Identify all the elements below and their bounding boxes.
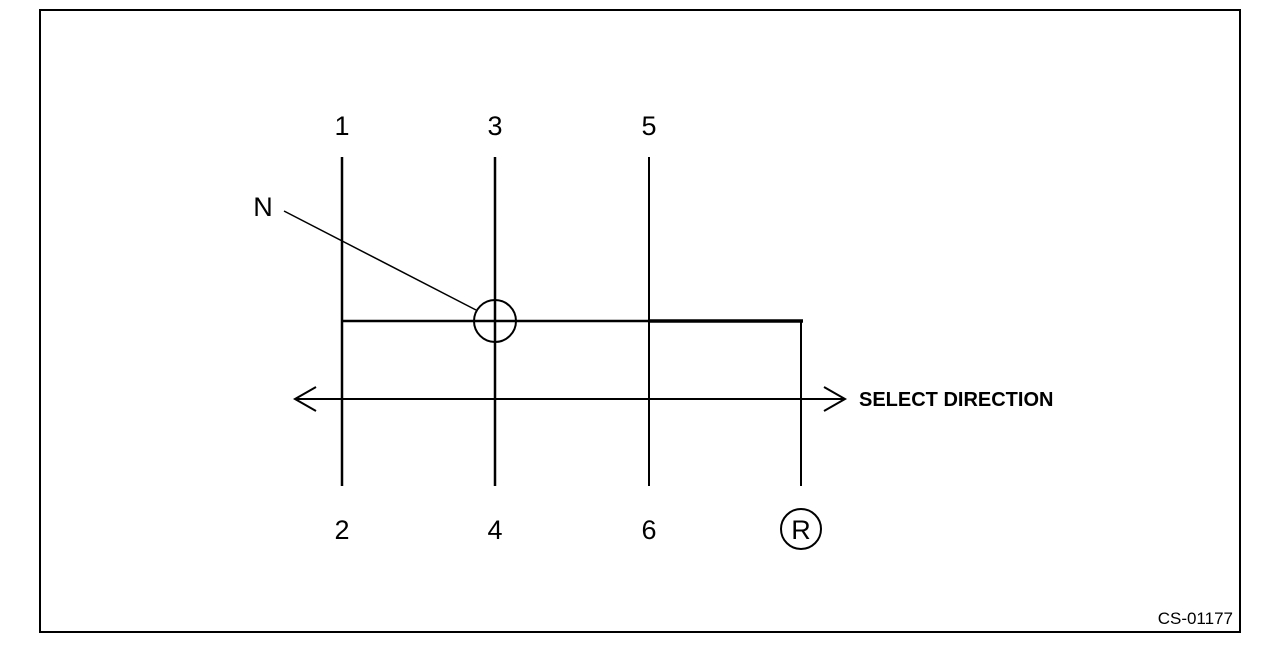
gear-label-4: 4 <box>487 515 502 545</box>
select-direction-label: SELECT DIRECTION <box>859 389 1053 411</box>
diagram-frame <box>39 9 1241 633</box>
neutral-label: N <box>253 192 273 222</box>
reverse-symbol-circle <box>780 508 822 550</box>
neutral-leader-line <box>283 210 477 311</box>
gear-label-6: 6 <box>641 515 656 545</box>
gear-label-5: 5 <box>641 111 656 141</box>
figure-code: CS-01177 <box>1158 609 1233 628</box>
gear-label-1: 1 <box>334 111 349 141</box>
select-arrowhead-right <box>823 386 848 412</box>
gear-label-2: 2 <box>334 515 349 545</box>
neutral-position-marker <box>473 299 517 343</box>
gear-label-reverse: R <box>791 515 811 545</box>
gear-label-3: 3 <box>487 111 502 141</box>
select-arrowhead-left <box>292 386 317 412</box>
